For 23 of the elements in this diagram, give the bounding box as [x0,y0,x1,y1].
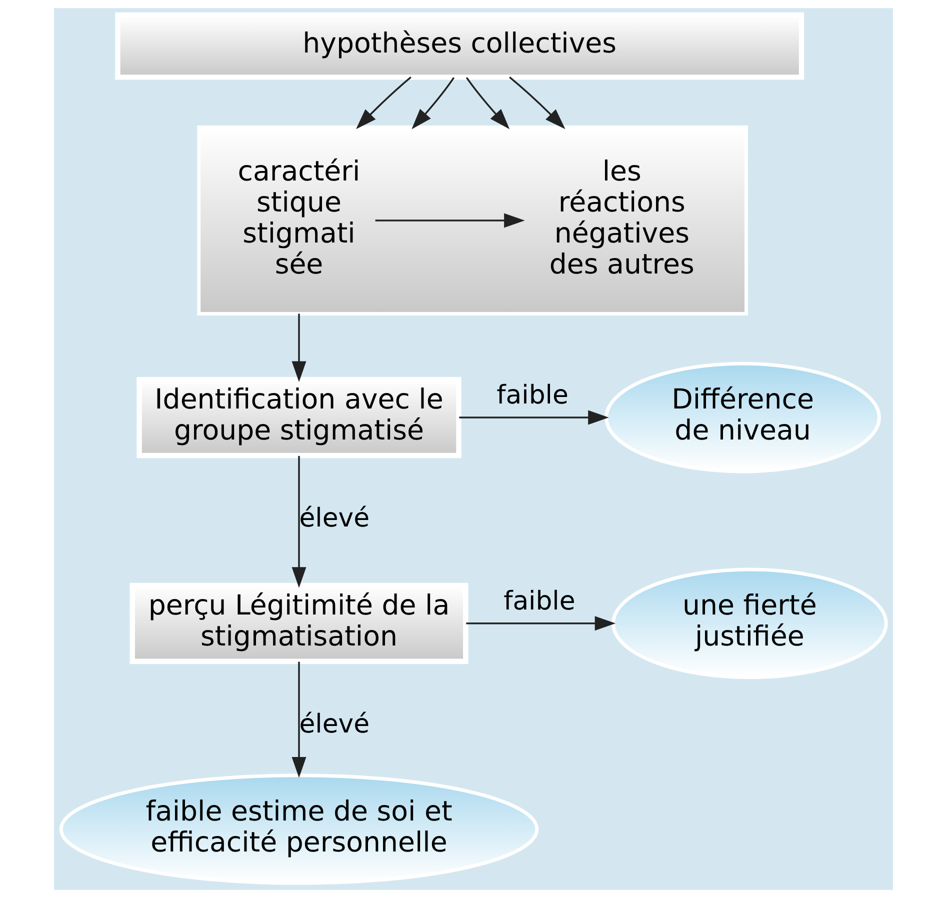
arrow [459,410,609,425]
node-box: Identification avec le groupe stigmatisé [136,376,462,458]
arrow [509,76,566,130]
arrow [292,314,306,382]
node-ellipse: faible estime de soi et efficacité personnelle [59,774,539,885]
node-box: perçu Légitimité de la stigmatisation [130,582,468,664]
arrow [292,662,306,778]
cluster [197,126,748,316]
edge-label: faible [496,380,568,411]
node-text: caractéri stique stigmati sée [238,154,360,281]
node-ellipse: Différence de niveau [604,362,881,474]
arrow [292,456,306,588]
arrow [466,616,616,631]
edge-label: élevé [299,709,370,740]
edge-label: élevé [299,504,370,534]
arrow [356,76,412,130]
node-box: hypothèses collectives [115,12,804,80]
arrow [375,213,525,228]
node-text: les réactions négatives des autres [549,154,694,281]
node-ellipse: une fierté justifiée [612,568,888,680]
arrow [412,77,455,130]
edge-label: faible [504,586,576,617]
arrow [466,77,510,130]
